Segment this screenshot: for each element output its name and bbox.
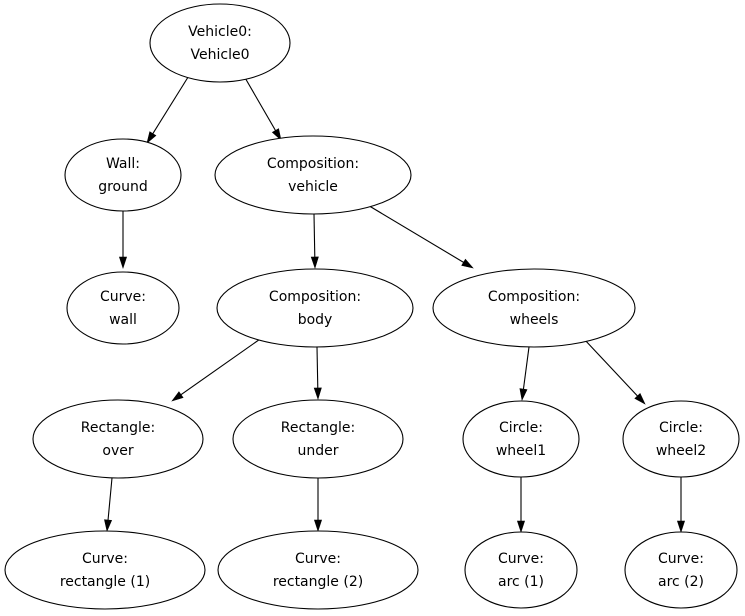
edge-arrowhead (118, 256, 128, 269)
node-label-type: Curve: (498, 551, 544, 567)
node-label-name: arc (1) (498, 574, 544, 590)
node-label-type: Curve: (100, 289, 146, 305)
node-ellipse[interactable] (64, 138, 182, 212)
edge-arrowhead (171, 391, 184, 402)
graph-node-composition_wheels[interactable]: Composition: wheels (432, 268, 636, 348)
edge-line (152, 73, 191, 134)
node-label-type: Composition: (269, 289, 361, 305)
graph-node-curve_wall[interactable]: Curve: wall (66, 271, 180, 345)
node-ellipse[interactable] (622, 400, 740, 478)
graph-node-vehicle0[interactable]: Vehicle0: Vehicle0 (149, 3, 291, 83)
graph-node-composition_body[interactable]: Composition: body (216, 268, 414, 348)
graph-node-composition_vehicle[interactable]: Composition: vehicle (214, 135, 412, 215)
graph-edge (243, 75, 282, 141)
edge-arrowhead (634, 393, 646, 405)
edge-arrowhead (104, 519, 113, 532)
graph-edge (310, 213, 319, 269)
node-ellipse[interactable] (232, 399, 404, 479)
node-label-name: wall (109, 312, 137, 328)
edge-line (583, 338, 638, 397)
node-label-type: Composition: (267, 156, 359, 172)
node-label-type: Vehicle0: (188, 24, 252, 40)
edge-arrowhead (519, 388, 528, 401)
node-label-name: ground (98, 179, 148, 195)
node-ellipse[interactable] (432, 268, 636, 348)
graph-edge (516, 477, 526, 533)
graph-edge (118, 211, 128, 269)
node-ellipse[interactable] (217, 530, 419, 610)
node-ellipse[interactable] (462, 400, 580, 478)
edge-arrowhead (271, 128, 282, 141)
graph-edge (583, 338, 646, 405)
graph-edge (104, 477, 113, 532)
node-label-type: Curve: (82, 551, 128, 567)
edge-arrowhead (676, 520, 686, 533)
graph-node-circle_wheel2[interactable]: Circle: wheel2 (622, 400, 740, 478)
node-label-name: under (297, 443, 338, 459)
node-label-name: wheel2 (656, 443, 706, 459)
graph-node-curve_arc_2[interactable]: Curve: arc (2) (624, 531, 738, 609)
edge-arrowhead (310, 256, 319, 269)
node-label-type: Circle: (659, 420, 703, 436)
graph-edge (519, 346, 530, 401)
node-label-type: Circle: (499, 420, 543, 436)
edge-line (107, 477, 113, 521)
edge-arrowhead (313, 387, 322, 400)
node-label-type: Curve: (295, 551, 341, 567)
edge-line (365, 203, 464, 263)
node-label-type: Composition: (488, 289, 580, 305)
node-ellipse[interactable] (214, 135, 412, 215)
edge-arrowhead (313, 519, 323, 532)
edge-line (522, 346, 530, 390)
node-label-name: over (102, 443, 133, 459)
node-ellipse[interactable] (624, 531, 738, 609)
nodes-layer: Vehicle0:Vehicle0Wall:groundComposition:… (4, 3, 740, 610)
node-ellipse[interactable] (216, 268, 414, 348)
edge-line (313, 213, 316, 258)
graph-node-rectangle_under[interactable]: Rectangle: under (232, 399, 404, 479)
graph-edge (365, 203, 474, 269)
node-label-type: Wall: (106, 156, 140, 172)
node-label-name: wheels (510, 312, 559, 328)
node-label-name: vehicle (288, 179, 338, 195)
edge-line (180, 336, 264, 396)
node-label-name: body (298, 312, 333, 328)
node-ellipse[interactable] (66, 271, 180, 345)
node-label-name: Vehicle0 (191, 47, 250, 63)
edge-arrowhead (146, 131, 157, 144)
edge-arrowhead (516, 520, 526, 533)
graph-edge (313, 346, 322, 400)
node-ellipse[interactable] (464, 531, 578, 609)
node-label-type: Rectangle: (81, 420, 155, 436)
node-ellipse[interactable] (149, 3, 291, 83)
edges-layer (104, 73, 686, 533)
graph-node-wall_ground[interactable]: Wall: ground (64, 138, 182, 212)
graph-node-circle_wheel1[interactable]: Circle: wheel1 (462, 400, 580, 478)
edge-line (243, 75, 276, 131)
node-label-name: rectangle (1) (60, 574, 150, 590)
graph-node-curve_rectangle_2[interactable]: Curve: rectangle (2) (217, 530, 419, 610)
graph-edge (146, 73, 191, 144)
graph-edge (171, 336, 264, 402)
node-label-name: arc (2) (658, 574, 704, 590)
node-ellipse[interactable] (32, 399, 204, 479)
node-label-name: rectangle (2) (273, 574, 363, 590)
edge-arrowhead (461, 258, 474, 269)
node-ellipse[interactable] (4, 530, 206, 610)
graph-edge (313, 478, 323, 532)
edge-line (316, 346, 319, 389)
node-label-name: wheel1 (496, 443, 546, 459)
graph-node-curve_arc_1[interactable]: Curve: arc (1) (464, 531, 578, 609)
node-label-type: Rectangle: (281, 420, 355, 436)
graph-node-rectangle_over[interactable]: Rectangle: over (32, 399, 204, 479)
graph-node-curve_rectangle_1[interactable]: Curve: rectangle (1) (4, 530, 206, 610)
graph-edge (676, 477, 686, 533)
node-label-type: Curve: (658, 551, 704, 567)
